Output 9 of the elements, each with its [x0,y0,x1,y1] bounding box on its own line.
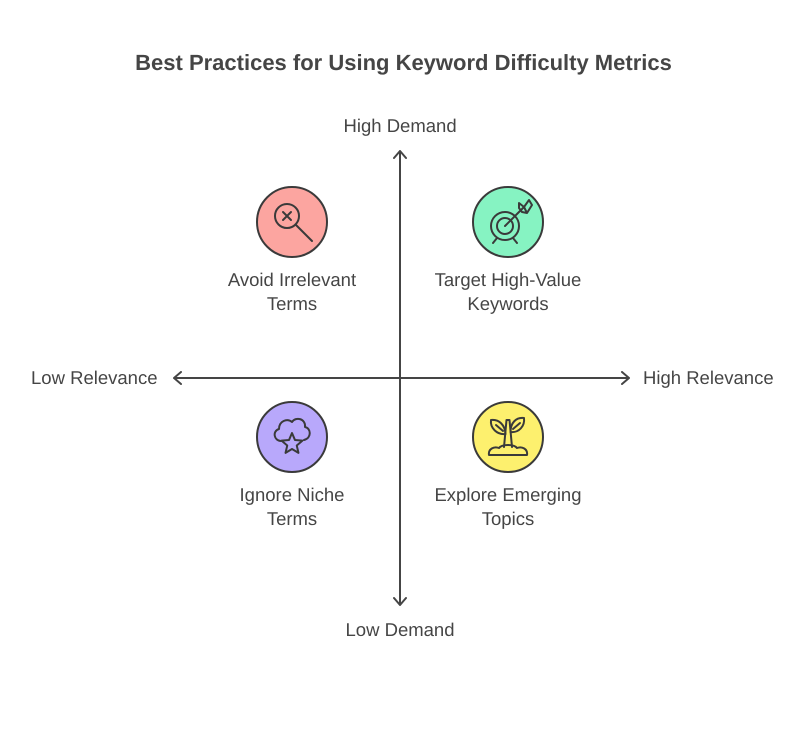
axis-label: Low Demand [346,619,455,641]
quadrant-label: Explore Emerging Topics [433,483,583,531]
quadrant-label: Avoid Irrelevant Terms [226,268,358,316]
title: Best Practices for Using Keyword Difficulty Metrics [135,50,672,76]
axis-label: High Demand [344,115,457,137]
axis-label: High Relevance [643,367,774,389]
quadrant-label: Target High-Value Keywords [434,268,582,316]
axis-label: Low Relevance [31,367,158,389]
quadrant-label: Ignore Niche Terms [238,483,346,531]
